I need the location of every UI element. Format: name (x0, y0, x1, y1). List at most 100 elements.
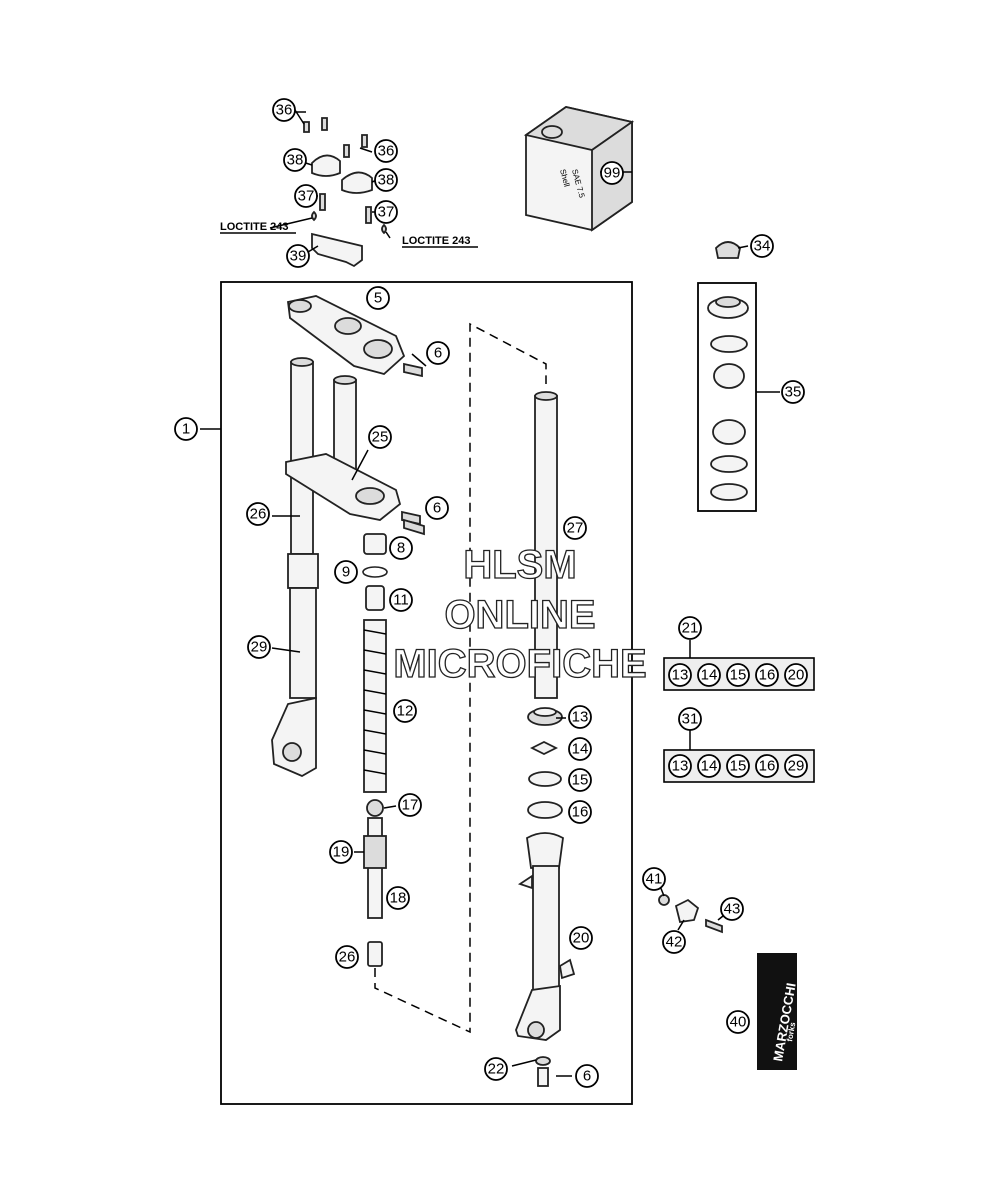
handlebar-clamp-lower (311, 232, 363, 268)
callout-5: 5 (366, 286, 390, 310)
svg-text:19: 19 (333, 844, 350, 861)
svg-text:8: 8 (397, 540, 405, 557)
fork-assembly-frame (220, 281, 633, 1105)
callout-37a: 37 (294, 184, 318, 208)
callout-22: 22 (484, 1057, 508, 1081)
kit-21-items: 13 14 15 16 20 (668, 663, 808, 687)
callout-31: 31 (678, 707, 702, 731)
callout-38b: 38 (374, 168, 398, 192)
callout-6a: 6 (426, 341, 450, 365)
svg-text:18: 18 (390, 890, 407, 907)
svg-text:20: 20 (788, 667, 805, 684)
svg-text:36: 36 (276, 102, 293, 119)
svg-text:14: 14 (701, 667, 718, 684)
callout-13: 13 (568, 705, 592, 729)
svg-text:13: 13 (672, 758, 689, 775)
svg-text:38: 38 (287, 152, 304, 169)
svg-text:11: 11 (393, 592, 409, 609)
svg-text:20: 20 (573, 930, 590, 947)
callout-39: 39 (286, 244, 310, 268)
callout-17: 17 (398, 793, 422, 817)
svg-text:29: 29 (788, 758, 805, 775)
svg-text:41: 41 (646, 871, 663, 888)
loctite-note-right: LOCTITE 243 (402, 235, 470, 247)
callout-27: 27 (563, 516, 587, 540)
kit-31-items: 13 14 15 16 29 (668, 754, 808, 778)
svg-text:99: 99 (604, 165, 621, 182)
svg-text:13: 13 (572, 709, 589, 726)
right-outer-slider (515, 832, 576, 1087)
svg-text:31: 31 (682, 711, 699, 728)
svg-text:14: 14 (572, 741, 589, 758)
svg-text:15: 15 (572, 772, 589, 789)
callout-99: 99 (600, 161, 624, 185)
callout-15: 15 (568, 768, 592, 792)
handlebar-clamp-upper-left (311, 154, 341, 177)
svg-text:40: 40 (730, 1014, 747, 1031)
svg-text:35: 35 (785, 384, 802, 401)
callout-11: 11 (389, 588, 413, 612)
callout-38a: 38 (283, 148, 307, 172)
callout-25: 25 (368, 425, 392, 449)
callout-12: 12 (393, 699, 417, 723)
svg-text:5: 5 (374, 290, 382, 307)
callout-6b: 6 (425, 496, 449, 520)
callout-18: 18 (386, 886, 410, 910)
callout-9: 9 (334, 560, 358, 584)
callout-1: 1 (174, 417, 198, 441)
callout-14: 14 (568, 737, 592, 761)
svg-text:43: 43 (724, 901, 741, 918)
svg-text:25: 25 (372, 429, 389, 446)
callout-20: 20 (569, 926, 593, 950)
svg-text:13: 13 (672, 667, 689, 684)
svg-text:6: 6 (434, 345, 442, 362)
svg-text:29: 29 (251, 639, 268, 656)
svg-text:37: 37 (298, 188, 315, 205)
callout-36a: 36 (272, 98, 296, 122)
brand-line-2: forks (785, 1021, 797, 1042)
callout-16: 16 (568, 800, 592, 824)
callout-35: 35 (781, 380, 805, 404)
svg-text:21: 21 (682, 620, 699, 637)
callout-36b: 36 (374, 139, 398, 163)
handlebar-clamp-group (269, 109, 391, 268)
callout-29: 29 (247, 635, 271, 659)
svg-text:16: 16 (759, 758, 776, 775)
watermark-line-3: MICROFICHE (393, 642, 646, 686)
callout-6c: 6 (575, 1064, 599, 1088)
left-fork-leg (271, 357, 319, 778)
callout-42: 42 (662, 930, 686, 954)
damper-components (362, 533, 388, 967)
svg-text:38: 38 (378, 172, 395, 189)
small-hardware (658, 885, 729, 934)
svg-text:12: 12 (397, 703, 414, 720)
handlebar-clamp-upper-right (341, 171, 373, 194)
watermark-line-1: HLSM (463, 543, 576, 587)
steering-bearing-kit-frame (697, 282, 757, 512)
svg-text:39: 39 (290, 248, 307, 265)
callout-37b: 37 (374, 200, 398, 224)
svg-text:1: 1 (182, 421, 190, 438)
callout-26b: 26 (335, 945, 359, 969)
svg-text:17: 17 (402, 797, 419, 814)
fork-oil-can: Shell SAE 7.5 (523, 106, 635, 232)
svg-text:37: 37 (378, 204, 395, 221)
callout-40: 40 (726, 1010, 750, 1034)
svg-text:42: 42 (666, 934, 683, 951)
loctite-note-left: LOCTITE 243 (220, 221, 288, 233)
upper-triple-clamp (287, 295, 423, 378)
steering-stem-and-lower-clamp (285, 375, 421, 526)
svg-text:34: 34 (754, 238, 771, 255)
callout-8: 8 (389, 536, 413, 560)
svg-text:14: 14 (701, 758, 718, 775)
svg-text:9: 9 (342, 564, 350, 581)
fork-seals (527, 707, 563, 819)
callout-21: 21 (678, 616, 702, 640)
svg-text:22: 22 (488, 1061, 505, 1078)
svg-text:26: 26 (250, 506, 267, 523)
callout-43: 43 (720, 897, 744, 921)
callout-26a: 26 (246, 502, 270, 526)
callout-34: 34 (750, 234, 774, 258)
svg-text:16: 16 (759, 667, 776, 684)
